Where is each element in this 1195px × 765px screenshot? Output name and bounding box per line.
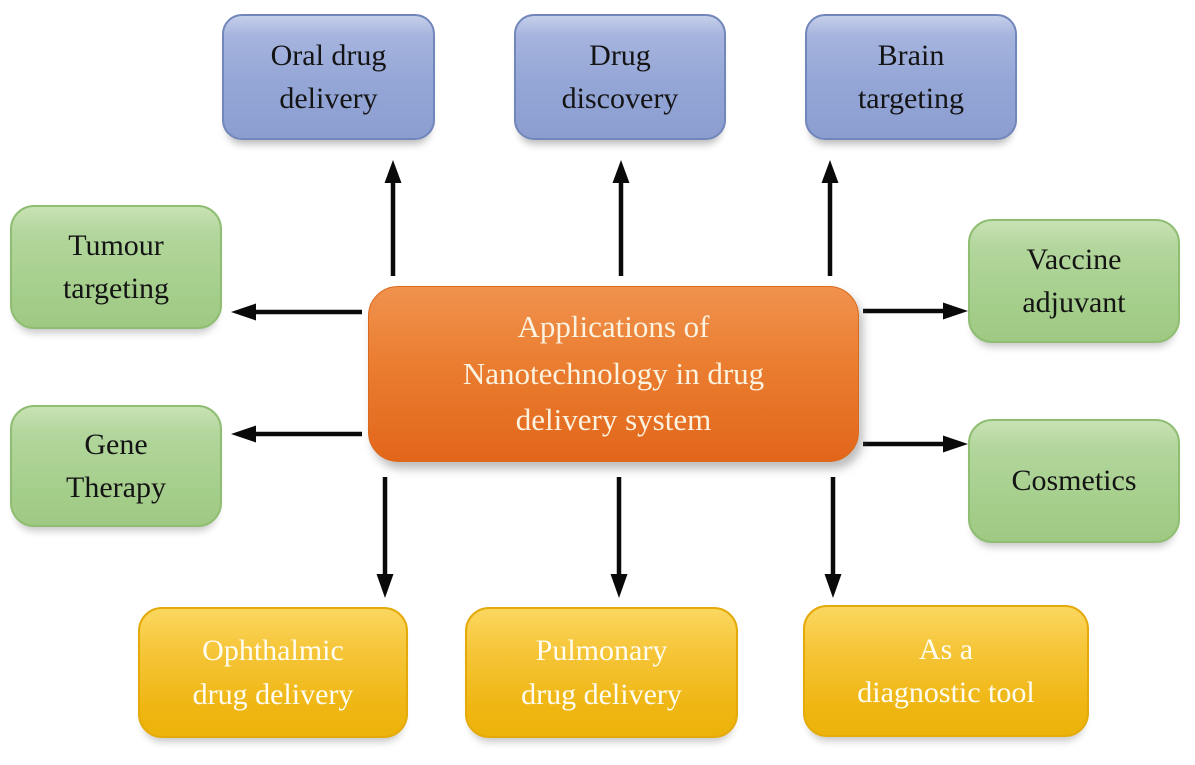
arrow-center-to-vaccine-adjuvant <box>863 302 968 320</box>
node-drug-discovery: Drug discovery <box>514 14 726 140</box>
arrow-center-to-brain-targeting <box>821 160 839 276</box>
node-diagnostic-tool: As a diagnostic tool <box>803 605 1089 737</box>
node-gene-therapy: Gene Therapy <box>10 405 222 527</box>
arrow-center-to-cosmetics <box>863 435 968 453</box>
node-ophthalmic-drug-delivery: Ophthalmic drug delivery <box>138 607 408 738</box>
node-gene-therapy-label: Gene Therapy <box>66 427 166 505</box>
arrow-center-to-drug-discovery <box>612 160 630 276</box>
node-brain-targeting-label: Brain targeting <box>857 38 965 116</box>
node-pulmonary-drug-delivery: Pulmonary drug delivery <box>465 607 738 738</box>
node-diagnostic-tool-label: As a diagnostic tool <box>857 632 1035 710</box>
arrow-center-to-ophthalmic-drug-delivery <box>376 477 394 598</box>
arrow-center-to-pulmonary-drug-delivery <box>610 477 628 598</box>
arrow-center-to-oral-drug-delivery <box>384 160 402 276</box>
node-oral-drug-delivery: Oral drug delivery <box>222 14 435 140</box>
node-tumour-targeting-label: Tumour targeting <box>62 228 170 306</box>
node-cosmetics: Cosmetics <box>968 419 1180 543</box>
node-cosmetics-label: Cosmetics <box>1011 464 1137 498</box>
node-vaccine-adjuvant-label: Vaccine adjuvant <box>1022 242 1126 320</box>
node-center-applications: Applications of Nanotechnology in drug d… <box>368 286 859 462</box>
arrow-center-to-diagnostic-tool <box>824 477 842 598</box>
node-vaccine-adjuvant: Vaccine adjuvant <box>968 219 1180 343</box>
node-center-applications-label: Applications of Nanotechnology in drug d… <box>462 309 765 438</box>
arrow-center-to-tumour-targeting <box>231 303 362 321</box>
node-tumour-targeting: Tumour targeting <box>10 205 222 329</box>
arrow-center-to-gene-therapy <box>231 425 362 443</box>
node-ophthalmic-drug-delivery-label: Ophthalmic drug delivery <box>192 634 354 711</box>
node-pulmonary-drug-delivery-label: Pulmonary drug delivery <box>521 634 682 711</box>
node-brain-targeting: Brain targeting <box>805 14 1017 140</box>
node-oral-drug-delivery-label: Oral drug delivery <box>270 38 387 116</box>
node-drug-discovery-label: Drug discovery <box>561 38 679 116</box>
